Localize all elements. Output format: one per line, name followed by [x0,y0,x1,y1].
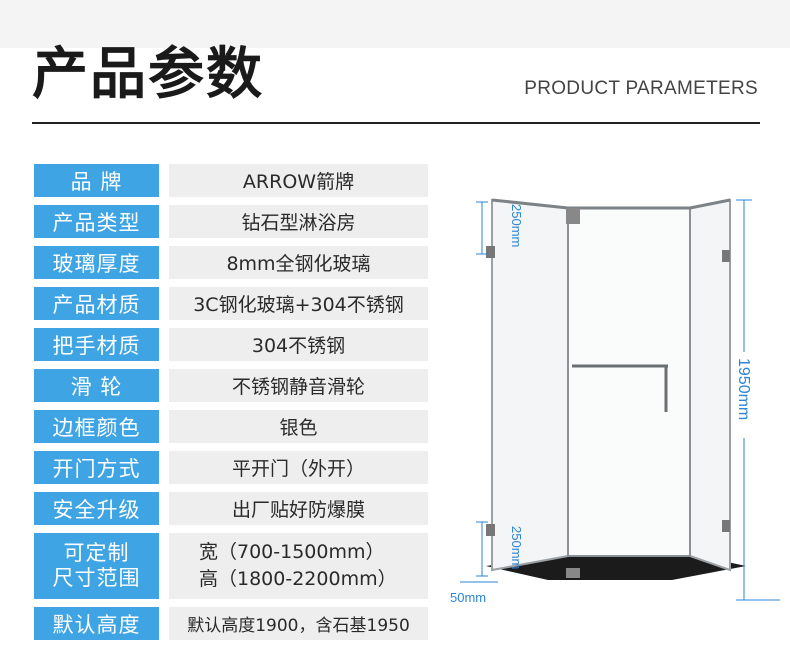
param-row-pulley: 滑 轮 不锈钢静音滑轮 [34,369,428,402]
param-label: 可定制 尺寸范围 [34,533,159,599]
param-label: 产品类型 [34,205,159,238]
param-label: 滑 轮 [34,369,159,402]
param-value: 3C钢化玻璃+304不锈钢 [169,287,428,320]
param-row-type: 产品类型 钻石型淋浴房 [34,205,428,238]
param-label: 边框颜色 [34,410,159,443]
param-value: 不锈钢静音滑轮 [169,369,428,402]
param-value: 8mm全钢化玻璃 [169,246,428,279]
dim-label-base: 50mm [450,590,486,605]
param-row-material: 产品材质 3C钢化玻璃+304不锈钢 [34,287,428,320]
param-value: 钻石型淋浴房 [169,205,428,238]
door-glass-panel [567,207,691,557]
param-value-height: 高（1800-2200mm） [199,568,397,590]
param-row-custom-size: 可定制 尺寸范围 宽（700-1500mm） 高（1800-2200mm） [34,533,428,599]
top-frame [491,198,731,210]
param-value: 304不锈钢 [169,328,428,361]
stone-base [486,554,746,580]
param-label-line2: 尺寸范围 [52,566,141,590]
door-top-clip [566,208,580,224]
page-subtitle: PRODUCT PARAMETERS [524,78,758,99]
top-hinge-left [486,246,495,258]
left-glass-panel [491,198,569,572]
param-label: 产品材质 [34,287,159,320]
param-label: 默认高度 [34,607,159,640]
param-row-frame-color: 边框颜色 银色 [34,410,428,443]
door-bottom-clip [566,568,580,578]
param-value: ARROW箭牌 [169,164,428,197]
param-row-safety: 安全升级 出厂贴好防爆膜 [34,492,428,525]
dim-label-height: 1950mm [735,358,752,420]
dim-label-bg [736,352,752,438]
param-label: 品 牌 [34,164,159,197]
param-value: 默认高度1900，含石基1950 [169,607,428,640]
param-table: 品 牌 ARROW箭牌 产品类型 钻石型淋浴房 玻璃厚度 8mm全钢化玻璃 产品… [34,164,428,648]
param-label: 把手材质 [34,328,159,361]
top-band [0,0,790,48]
param-row-default-height: 默认高度 默认高度1900，含石基1950 [34,607,428,640]
param-value: 银色 [169,410,428,443]
dim-label-bottom-hinge: 250mm [509,526,524,569]
param-value: 平开门（外开） [169,451,428,484]
param-label: 玻璃厚度 [34,246,159,279]
shower-enclosure-diagram: 250mm 250mm 1950mm 50mm [450,198,780,605]
dim-label-top-hinge: 250mm [509,204,524,247]
param-row-handle-material: 把手材质 304不锈钢 [34,328,428,361]
page-title: 产品参数 [32,42,264,107]
param-label: 开门方式 [34,451,159,484]
param-value-width: 宽（700-1500mm） [199,541,385,563]
param-row-glass-thickness: 玻璃厚度 8mm全钢化玻璃 [34,246,428,279]
bottom-hinge-left [486,524,495,536]
param-value: 宽（700-1500mm） 高（1800-2200mm） [169,533,428,599]
param-value: 出厂贴好防爆膜 [169,492,428,525]
param-row-door-opening: 开门方式 平开门（外开） [34,451,428,484]
title-divider [32,122,760,124]
top-hinge-right [722,250,730,262]
param-row-brand: 品 牌 ARROW箭牌 [34,164,428,197]
param-label-line1: 可定制 [63,541,130,565]
bottom-hinge-right [722,520,730,532]
param-label: 安全升级 [34,492,159,525]
